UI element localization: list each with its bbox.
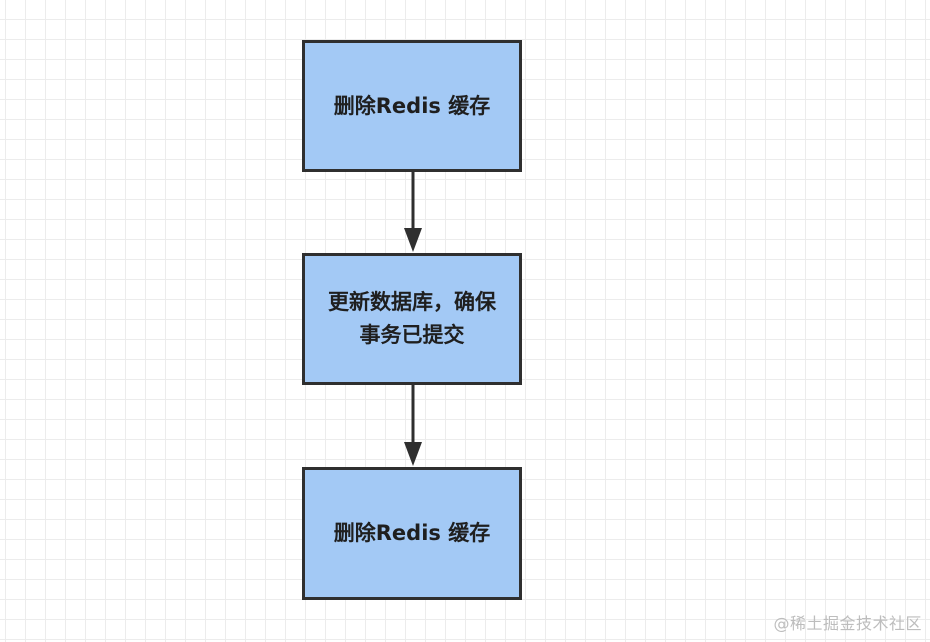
step-delete-redis-cache-1: 删除Redis 缓存: [302, 40, 522, 172]
watermark: @稀土掘金技术社区: [773, 614, 922, 633]
step-label: 删除Redis 缓存: [333, 521, 491, 546]
arrow-head-2: [404, 442, 422, 466]
step-update-database: 更新数据库，确保事务已提交: [302, 253, 522, 385]
step-label: 删除Redis 缓存: [333, 93, 491, 118]
arrow-head-1: [404, 228, 422, 252]
step-delete-redis-cache-2: 删除Redis 缓存: [302, 467, 522, 600]
step-label: 更新数据库，确保事务已提交: [328, 290, 496, 347]
